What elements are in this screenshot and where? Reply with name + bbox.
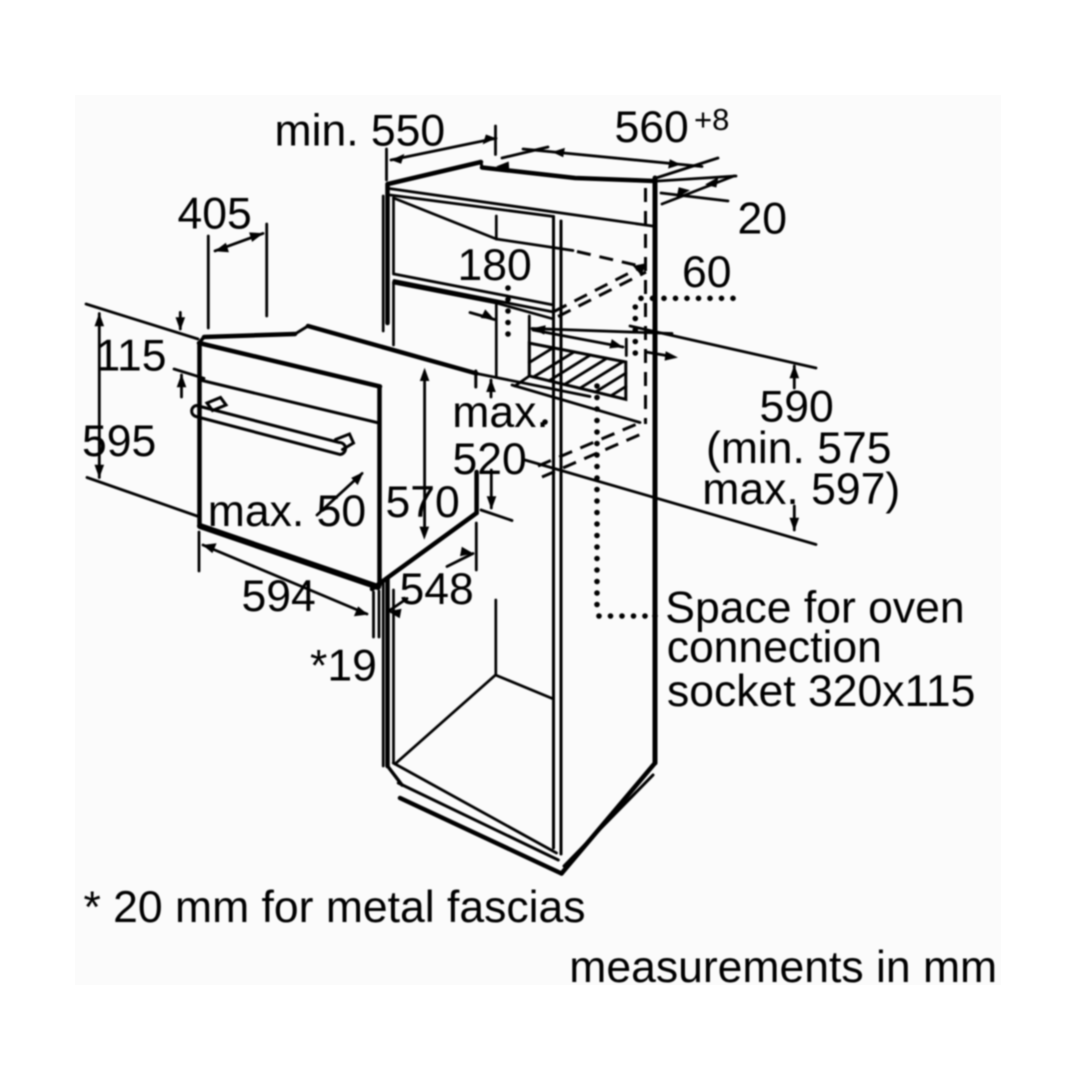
svg-text:measurements in mm: measurements in mm	[569, 943, 997, 992]
svg-text:max.: max.	[452, 388, 548, 437]
svg-text:max. 50: max. 50	[208, 487, 366, 536]
svg-text:570: 570	[386, 478, 460, 527]
svg-text:115: 115	[96, 331, 167, 380]
svg-text:(min. 575: (min. 575	[706, 424, 892, 473]
svg-text:max. 597): max. 597)	[702, 465, 900, 514]
svg-text:Space for oven: Space for oven	[665, 584, 964, 633]
svg-text:180: 180	[458, 241, 532, 290]
svg-text:590: 590	[760, 382, 834, 431]
svg-text:* 20 mm for metal fascias: * 20 mm for metal fascias	[84, 883, 586, 932]
svg-text:520: 520	[453, 435, 527, 484]
svg-text:60: 60	[682, 248, 732, 297]
svg-text:+8: +8	[694, 102, 729, 137]
svg-text:socket 320x115: socket 320x115	[667, 667, 975, 716]
svg-text:560: 560	[615, 103, 689, 152]
svg-text:405: 405	[178, 189, 252, 238]
svg-text:594: 594	[242, 572, 316, 621]
svg-text:*19: *19	[310, 642, 377, 691]
svg-text:548: 548	[400, 565, 474, 614]
svg-text:595: 595	[82, 417, 156, 466]
svg-text:20: 20	[738, 195, 788, 244]
svg-text:connection: connection	[667, 623, 882, 672]
svg-text:min. 550: min. 550	[275, 107, 446, 156]
